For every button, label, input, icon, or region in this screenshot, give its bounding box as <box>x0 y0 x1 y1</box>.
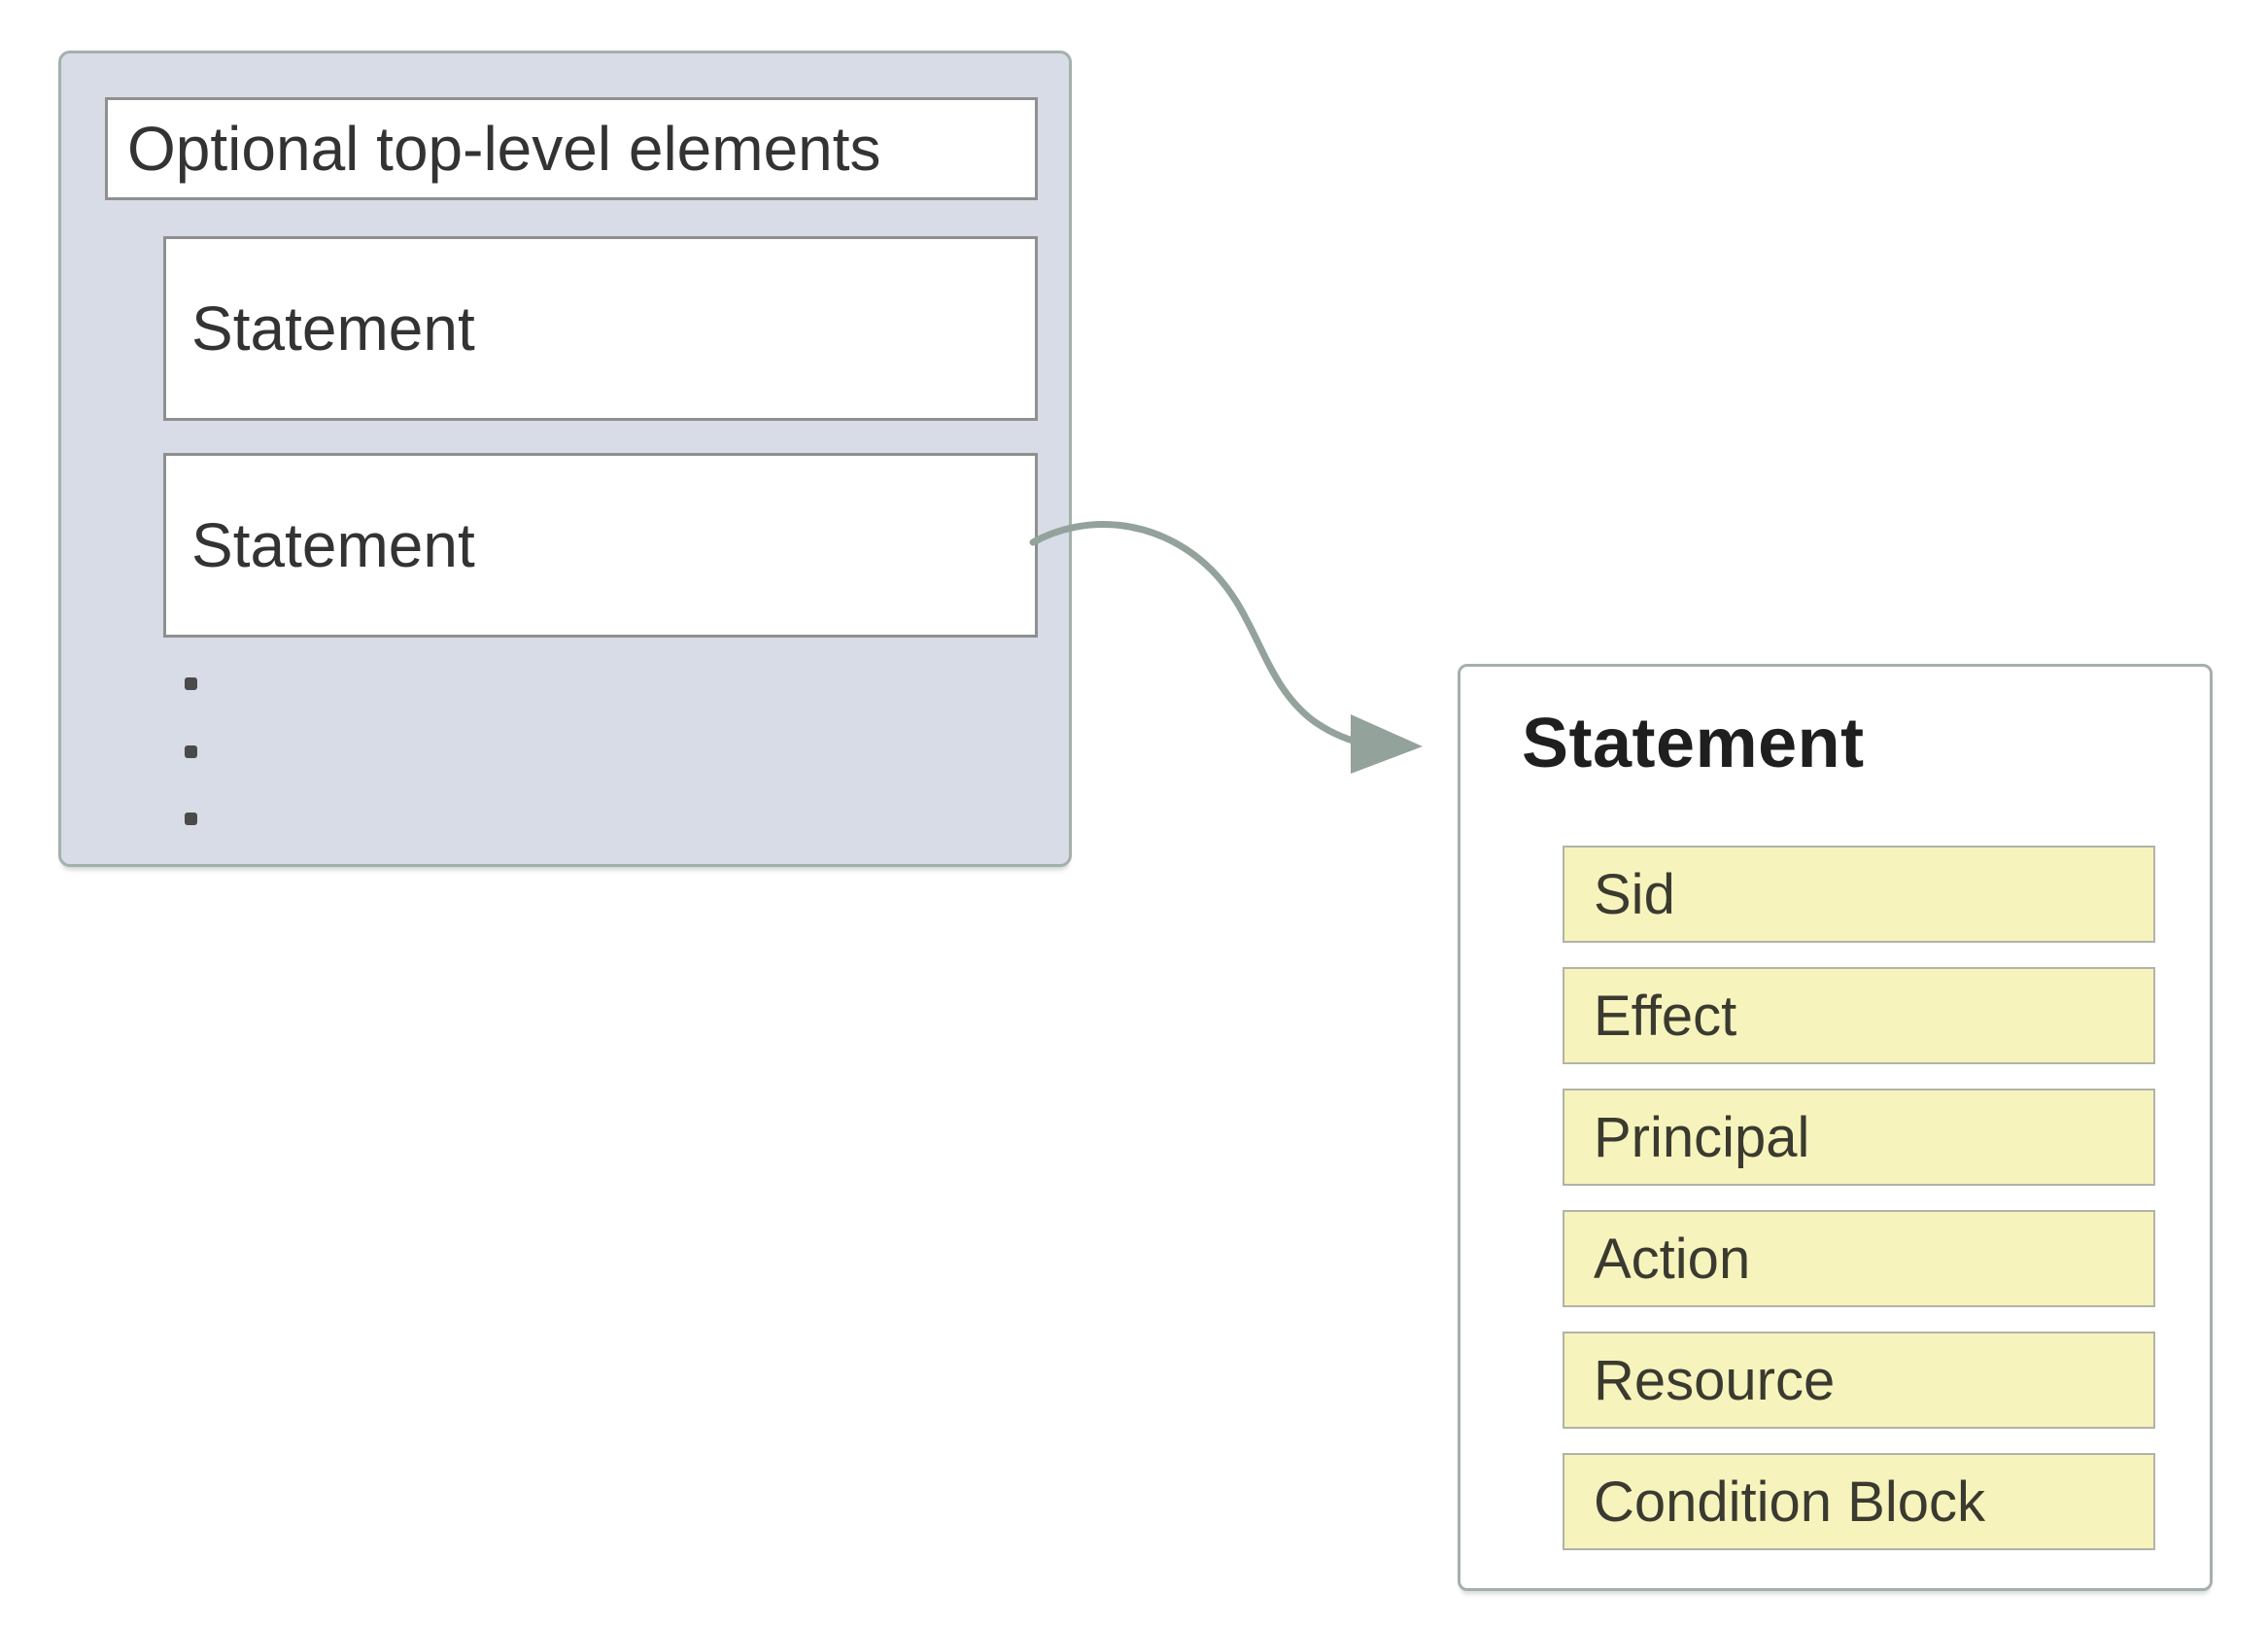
arrow-curve <box>1029 521 1357 744</box>
optional-top-level-elements-label: Optional top-level elements <box>127 114 881 184</box>
optional-top-level-elements-box: Optional top-level elements <box>105 97 1038 200</box>
field-label-sid: Sid <box>1594 862 1675 926</box>
field-box-action: Action <box>1563 1210 2155 1307</box>
field-box-sid: Sid <box>1563 846 2155 943</box>
field-box-effect: Effect <box>1563 967 2155 1064</box>
statement-box-1-label: Statement <box>191 294 475 363</box>
statement-detail-panel: Statement Sid Effect Principal Action Re… <box>1458 664 2213 1591</box>
ellipsis-dot <box>185 677 197 690</box>
field-label-action: Action <box>1594 1227 1751 1291</box>
statement-box-1: Statement <box>163 236 1038 421</box>
field-box-resource: Resource <box>1563 1332 2155 1429</box>
field-box-condition-block: Condition Block <box>1563 1453 2155 1550</box>
field-label-principal: Principal <box>1594 1105 1810 1169</box>
statement-fields-list: Sid Effect Principal Action Resource Con… <box>1563 846 2155 1550</box>
statement-box-2-label: Statement <box>191 510 475 580</box>
ellipsis-dot <box>185 745 197 758</box>
ellipsis-dot <box>185 813 197 825</box>
field-label-effect: Effect <box>1594 984 1737 1048</box>
field-box-principal: Principal <box>1563 1089 2155 1186</box>
field-label-condition-block: Condition Block <box>1594 1470 1985 1534</box>
statement-box-2: Statement <box>163 453 1038 638</box>
policy-document-container: Optional top-level elements Statement St… <box>58 51 1072 867</box>
statement-panel-title: Statement <box>1522 705 1865 782</box>
field-label-resource: Resource <box>1594 1348 1836 1412</box>
arrow-head-icon <box>1351 714 1423 774</box>
